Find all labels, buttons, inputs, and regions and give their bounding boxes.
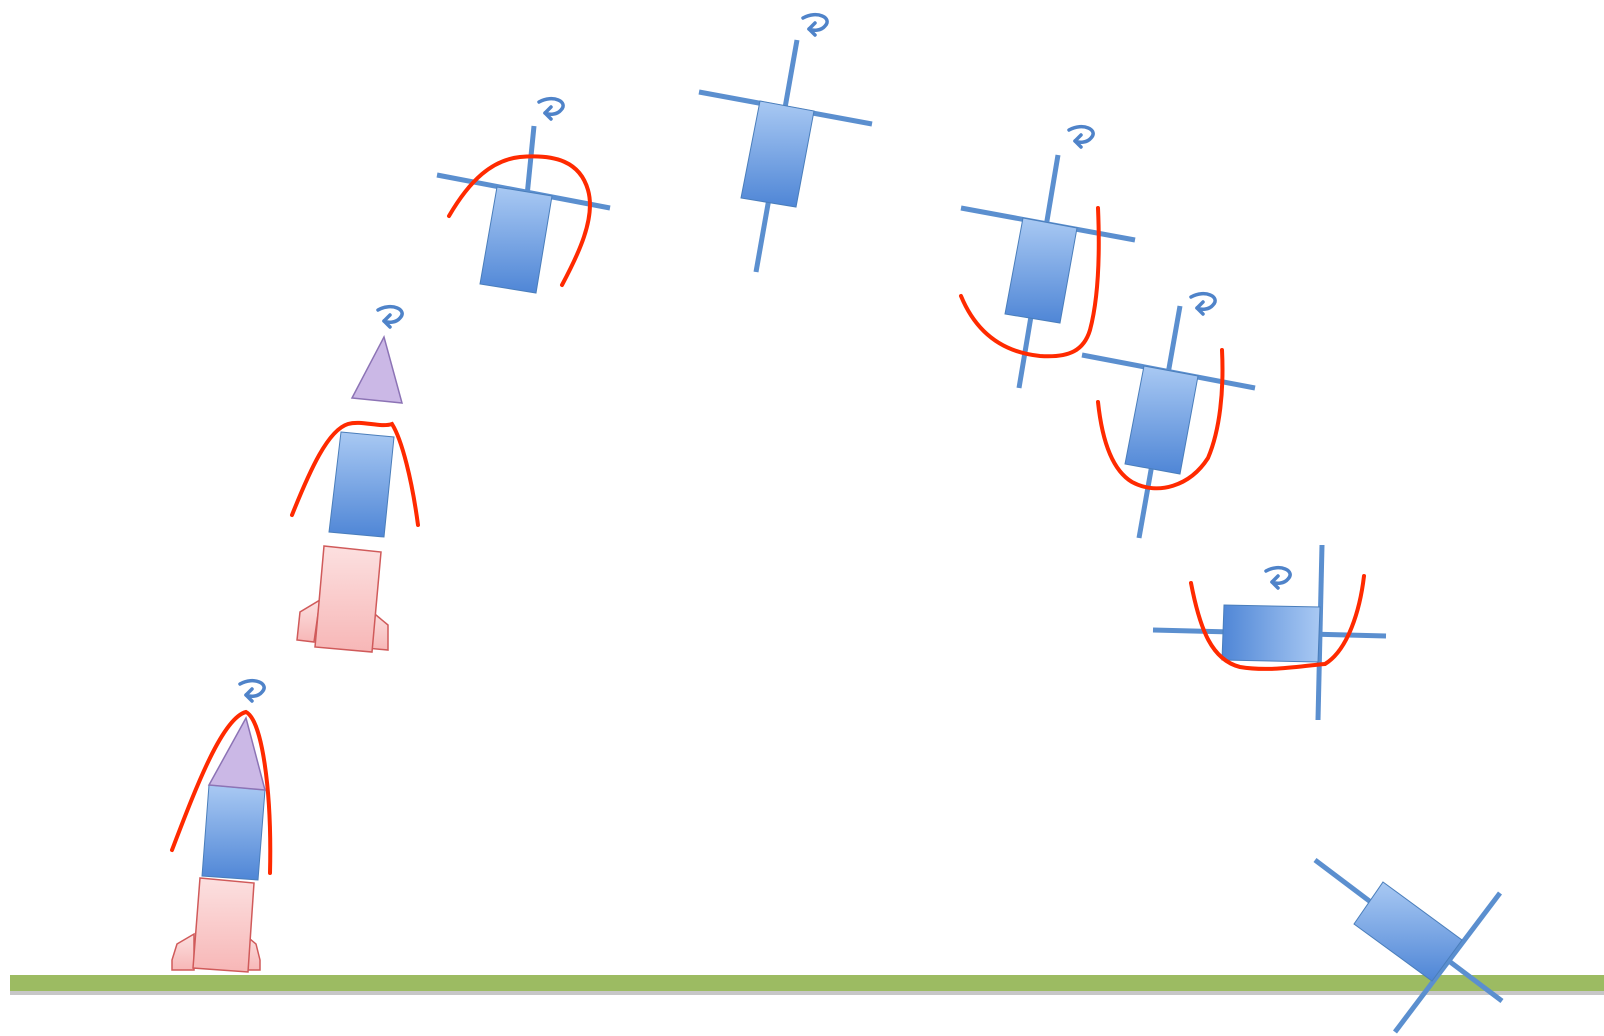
rocket-body-icon (1353, 881, 1463, 982)
deployment-curve (1189, 574, 1366, 671)
rocket-body-icon (328, 431, 395, 538)
deployment-curve (170, 709, 273, 875)
deployment-curve (447, 154, 592, 287)
spin-arrow-icon (1067, 125, 1095, 149)
nose-cone-icon (207, 715, 266, 791)
stage-landed (1313, 858, 1504, 1034)
rocket-body-icon (1124, 365, 1199, 475)
spin-arrow-icon (801, 13, 829, 37)
nose-cone-icon (350, 334, 404, 404)
deployment-curve (290, 420, 420, 527)
spin-arrow-icon (1264, 566, 1292, 590)
rocket-body-icon (1221, 604, 1321, 663)
deployment-curve (1096, 348, 1225, 491)
stage-launch (170, 679, 273, 973)
spin-arrow-icon (238, 679, 266, 703)
booster-icon (296, 545, 389, 653)
spin-arrow-icon (376, 305, 404, 329)
stage-booster-separation (290, 305, 420, 653)
stage-rising (436, 97, 611, 294)
fin-bar (1393, 891, 1502, 1034)
booster-icon (171, 877, 261, 973)
stage-descent-2 (1081, 292, 1256, 539)
rocket-body-icon (1004, 217, 1078, 324)
spin-arrow-icon (537, 97, 565, 121)
spin-arrow-icon (1189, 292, 1217, 316)
deployment-curve (959, 206, 1101, 359)
stage-descent-1 (959, 125, 1136, 389)
ground (10, 975, 1604, 995)
rocket-body-icon (740, 100, 815, 208)
stage-apogee (698, 13, 873, 273)
rocket-body-icon (201, 784, 266, 881)
rocket-body-icon (479, 186, 553, 294)
fin-bar (524, 125, 537, 197)
stage-horizontal (1152, 544, 1387, 721)
